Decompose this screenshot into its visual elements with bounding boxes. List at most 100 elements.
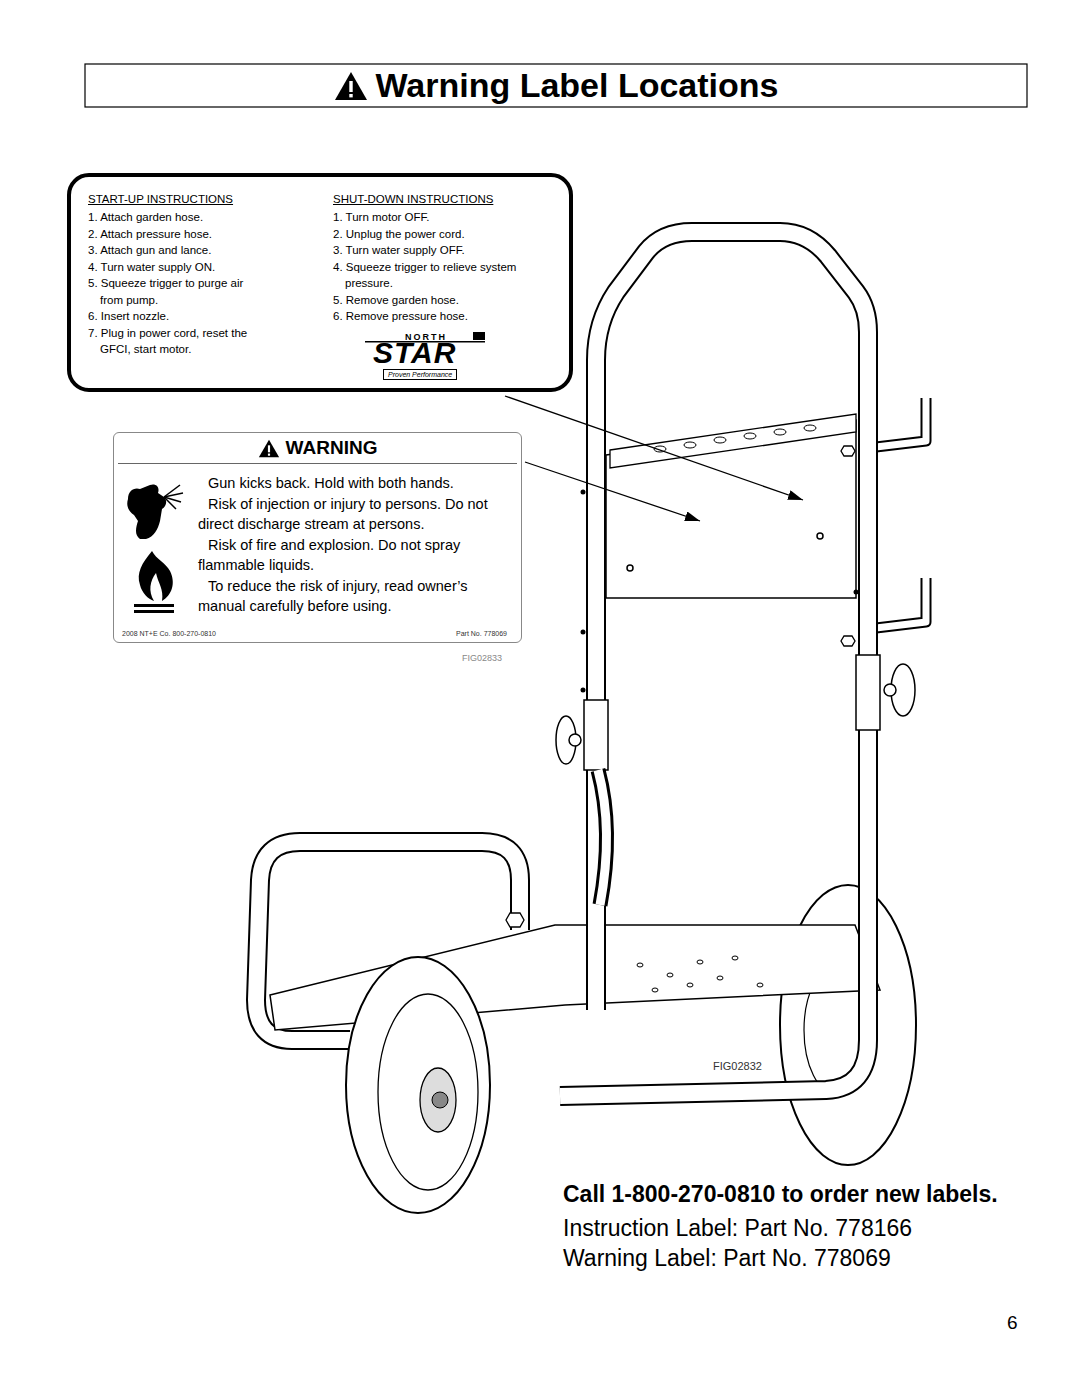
handle-frame (841, 446, 855, 456)
hose (598, 770, 607, 905)
back-plate (804, 425, 816, 431)
instruction-label: START-UP INSTRUCTIONS1. Attach garden ho… (67, 173, 573, 392)
title-row: Warning Label Locations (85, 64, 1027, 107)
left-wheel (420, 1068, 456, 1132)
hose (598, 770, 607, 905)
injection-icon (127, 484, 166, 539)
handle-frame (856, 655, 880, 730)
warning-text: Risk of fire and explosion. Do not spray… (198, 535, 514, 576)
brand-slogan: Proven Performance (383, 369, 457, 380)
base-plate (757, 983, 763, 987)
base-plate (697, 960, 703, 964)
text-group: WARNING (114, 433, 521, 463)
hose (598, 770, 607, 905)
warning-symbol (334, 71, 368, 101)
instruction-step: 4. Turn water supply ON. (88, 259, 268, 276)
text-group: Gun kicks back. Hold with both hands.Ris… (198, 473, 514, 617)
warning-symbol (268, 453, 270, 455)
section-heading: SHUT-DOWN INSTRUCTIONS (333, 191, 538, 207)
back-plate (610, 414, 856, 468)
page-number: 6 (1007, 1312, 1018, 1334)
knobs (569, 734, 581, 746)
instruction-step: 1. Attach garden hose. (88, 209, 268, 226)
warning-symbol (258, 439, 280, 458)
instruction-step: 3. Attach gun and lance. (88, 242, 268, 259)
copyright-note: 2008 NT+E Co. 800-270-0810 (122, 629, 216, 638)
back-plate (684, 442, 696, 448)
spray-line (164, 497, 176, 509)
text-group: START-UP INSTRUCTIONS1. Attach garden ho… (88, 191, 268, 358)
knobs (556, 664, 915, 764)
handle-frame (581, 490, 586, 495)
leader-arrow (525, 462, 700, 521)
instruction-step: 6. Remove pressure hose. (333, 308, 538, 325)
hooks (876, 578, 926, 628)
back-plate (714, 437, 726, 443)
brand-logo: STAR (373, 338, 456, 368)
handle-frame (506, 913, 524, 927)
warning-symbol (349, 94, 352, 97)
warning-symbol (335, 72, 367, 100)
back-plate (606, 414, 856, 598)
handle-frame (560, 232, 868, 1096)
header-rule (118, 463, 517, 464)
handle-frame (584, 700, 608, 770)
warning-symbol (258, 439, 278, 457)
instruction-step: 5. Squeeze trigger to purge air from pum… (88, 275, 268, 308)
text-group: 2008 NT+E Co. 800-270-0810 Part No. 77806… (114, 626, 521, 642)
instruction-step: 2. Attach pressure hose. (88, 226, 268, 243)
base-plate (667, 973, 673, 977)
spray-line (164, 493, 183, 497)
signal-word: WARNING (286, 437, 378, 459)
figure-number: FIG02833 (462, 653, 502, 663)
warning-text: Risk of injection or injury to persons. … (198, 494, 514, 535)
back-plate (774, 429, 786, 435)
text-group: SHUT-DOWN INSTRUCTIONS 1. Turn motor OFF.… (333, 191, 538, 325)
left-wheel (346, 957, 490, 1213)
order-note: Call 1-800-270-0810 to order new labels. (563, 1181, 998, 1208)
handle-frame (581, 688, 586, 693)
knobs (884, 684, 896, 696)
back-plate (817, 533, 823, 539)
page-title: Warning Label Locations (376, 66, 779, 105)
back-plate (744, 433, 756, 439)
handle-frame (581, 630, 586, 635)
leader-arrow (505, 396, 803, 500)
fire-icon (134, 610, 174, 613)
handle-frame (854, 590, 859, 595)
handle-frame (560, 232, 868, 1096)
warning-symbol (268, 445, 270, 452)
hazard-icons (120, 477, 186, 617)
base-plate (687, 983, 693, 987)
instruction-step: 5. Remove garden hose. (333, 292, 538, 309)
part-number: Part No. 778069 (456, 629, 507, 638)
handle-frame (841, 636, 855, 646)
part-number: Warning Label: Part No. 778069 (563, 1245, 891, 1272)
title-frame (85, 64, 1027, 107)
instruction-step: 7. Plug in power cord, reset the GFCI, s… (88, 325, 268, 358)
base-plate (652, 988, 658, 992)
base-plate (637, 963, 643, 967)
instruction-step: 6. Insert nozzle. (88, 308, 268, 325)
left-wheel (378, 994, 478, 1190)
hooks (876, 578, 926, 628)
left-wheel (346, 957, 490, 1213)
base-plate (717, 976, 723, 980)
instruction-step: 4. Squeeze trigger to relieve system pre… (333, 259, 538, 292)
warning-label: WARNING Gun kicks back. Hold with both ha… (113, 432, 522, 643)
figure-number: FIG02832 (712, 1060, 763, 1072)
fire-icon (134, 604, 174, 607)
base-plate (732, 956, 738, 960)
part-number: Instruction Label: Part No. 778166 (563, 1215, 912, 1242)
fire-icon (139, 551, 173, 601)
instruction-step: 1. Turn motor OFF. (333, 209, 538, 226)
warning-text: To reduce the risk of injury, read owner… (198, 576, 514, 617)
back-plate (627, 565, 633, 571)
instruction-step: 2. Unplug the power cord. (333, 226, 538, 243)
left-wheel (432, 1092, 448, 1108)
hooks (876, 398, 926, 628)
logo-mark (473, 332, 485, 340)
warning-symbol (349, 81, 352, 92)
hooks (876, 398, 926, 447)
